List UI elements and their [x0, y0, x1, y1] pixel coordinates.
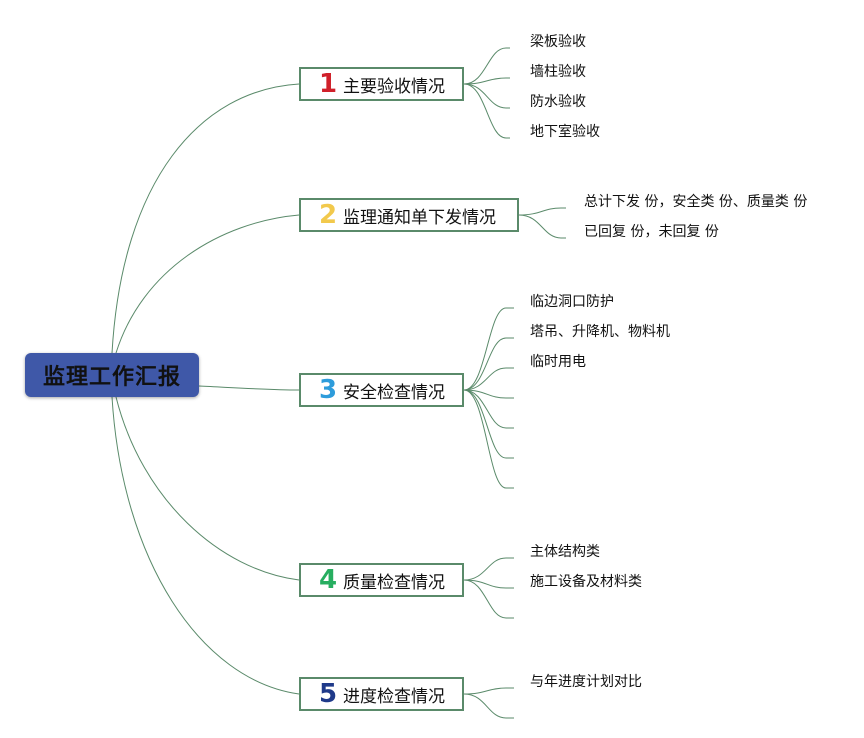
branch-number-5: 5: [319, 679, 338, 709]
edge-b4-leaf2: [463, 579, 514, 589]
leaf-3-2[interactable]: 塔吊、升降机、物料机: [530, 324, 670, 340]
leaf-5-1[interactable]: 与年进度计划对比: [530, 674, 642, 690]
leaf-4-2[interactable]: 施工设备及材料类: [530, 574, 642, 590]
edge-b1-leaf4: [463, 83, 510, 139]
edge-root-b2: [115, 214, 300, 354]
root-node[interactable]: 监理工作汇报: [25, 353, 199, 397]
leaf-3-1[interactable]: 临边洞口防护: [530, 294, 614, 310]
edge-b2-leaf2: [518, 214, 566, 239]
edge-b3-leaf1: [463, 307, 514, 391]
leaf-2-1[interactable]: 总计下发 份，安全类 份、质量类 份: [584, 194, 808, 210]
root-label: 监理工作汇报: [42, 365, 181, 390]
branch-label-2: 监理通知单下发情况: [343, 207, 496, 228]
branch-label-4: 质量检查情况: [343, 572, 445, 593]
edge-b3-leaf5: [463, 389, 514, 429]
edge-b3-leaf4: [463, 389, 514, 399]
leaf-1-2[interactable]: 墙柱验收: [530, 64, 586, 80]
edge-b3-leaf6: [463, 389, 514, 459]
edge-b2-leaf1: [518, 207, 566, 216]
edge-b3-leaf3: [463, 367, 514, 391]
leaf-1-3[interactable]: 防水验收: [530, 94, 586, 110]
edge-b5-leaf1: [463, 687, 514, 695]
leaf-1-1[interactable]: 梁板验收: [530, 34, 586, 50]
leaf-3-3[interactable]: 临时用电: [530, 354, 586, 370]
branch-number-1: 1: [319, 69, 338, 99]
branch-node-5[interactable]: 5 进度检查情况: [299, 677, 464, 711]
branch-label-1: 主要验收情况: [343, 76, 445, 97]
edge-b3-leaf7: [463, 389, 514, 489]
branch-number-2: 2: [319, 200, 338, 230]
leaf-1-4[interactable]: 地下室验收: [530, 124, 600, 140]
leaf-2-2[interactable]: 已回复 份，未回复 份: [584, 224, 719, 240]
branch-node-2[interactable]: 2 监理通知单下发情况: [299, 198, 519, 232]
edge-b3-leaf2: [463, 337, 514, 391]
leaf-4-1[interactable]: 主体结构类: [530, 544, 600, 560]
edge-b1-leaf1: [463, 47, 510, 85]
branch-node-3[interactable]: 3 安全检查情况: [299, 373, 464, 407]
edge-root-b1: [111, 83, 300, 354]
branch-node-4[interactable]: 4 质量检查情况: [299, 563, 464, 597]
edge-b4-leaf1: [463, 557, 514, 581]
edge-root-b5: [111, 396, 300, 695]
branch-number-3: 3: [319, 375, 338, 405]
branch-label-5: 进度检查情况: [343, 686, 445, 707]
branch-number-4: 4: [319, 565, 338, 595]
edge-b1-leaf2: [463, 77, 510, 85]
edge-root-b3: [198, 385, 300, 391]
edge-b5-leaf2: [463, 693, 514, 719]
edge-root-b4: [115, 396, 300, 581]
edge-b1-leaf3: [463, 83, 510, 109]
branch-node-1[interactable]: 1 主要验收情况: [299, 67, 464, 101]
branch-label-3: 安全检查情况: [343, 382, 445, 403]
edge-b4-leaf3: [463, 579, 514, 619]
